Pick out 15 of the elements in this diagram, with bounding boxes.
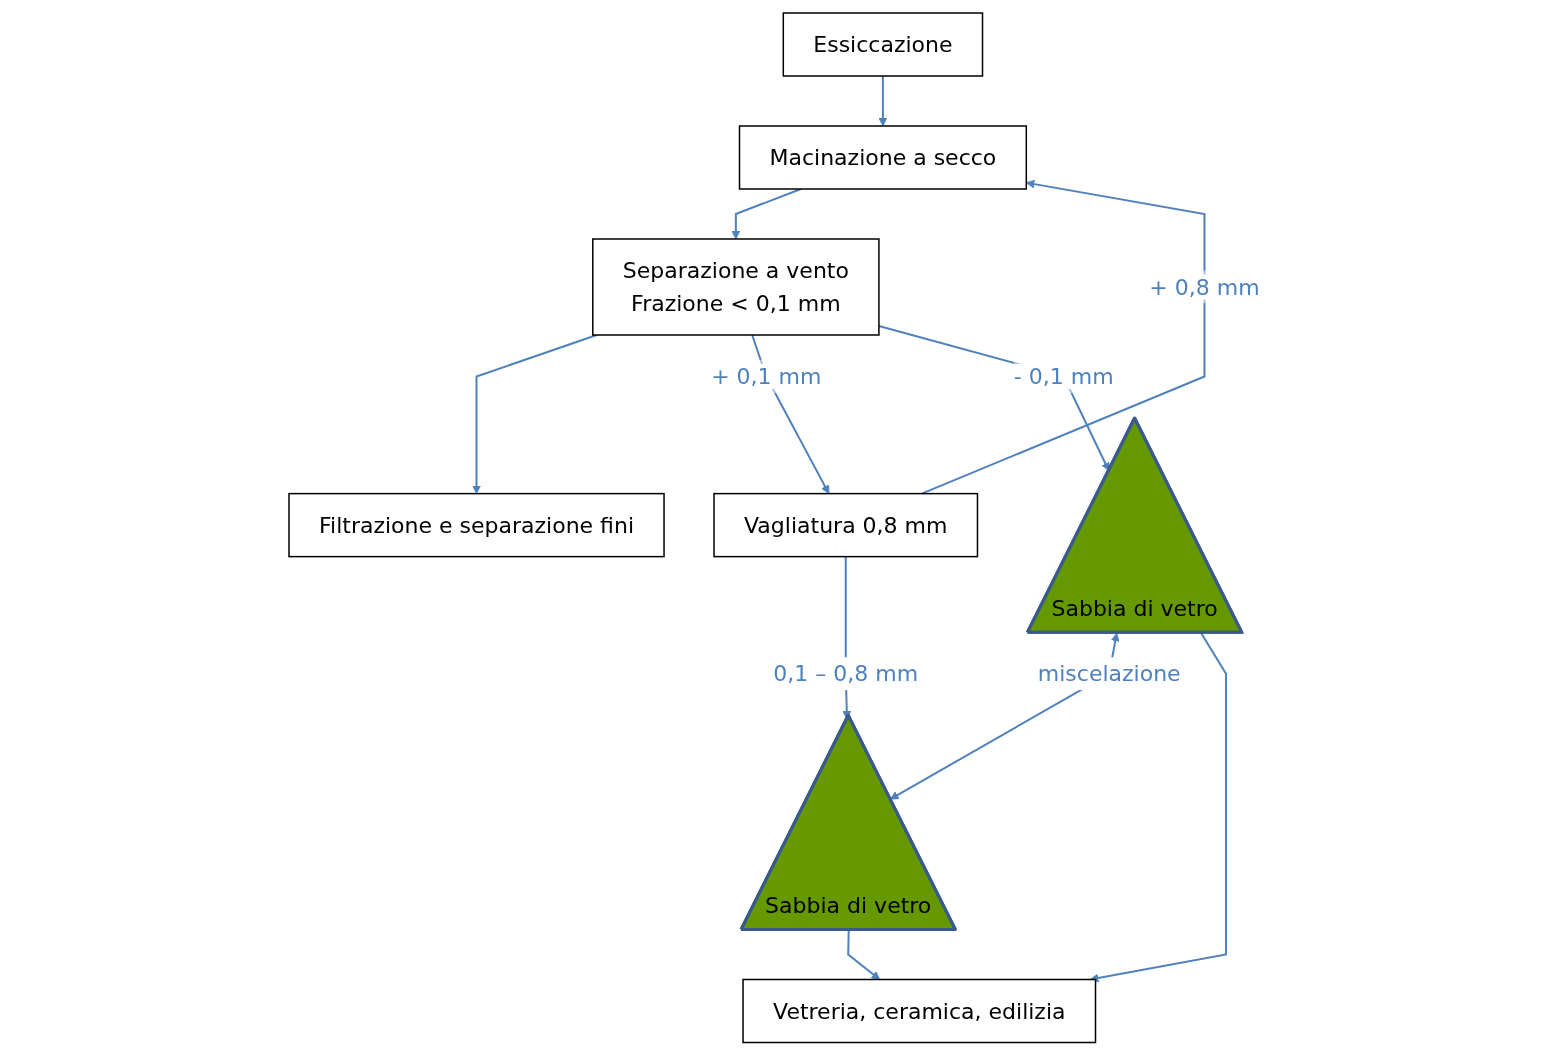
arrow <box>878 74 888 127</box>
arrow <box>920 179 1206 495</box>
node-box: Vetreria, ceramica, edilizia <box>742 978 1097 1043</box>
edge-label: 0,1 – 0,8 mm <box>773 661 919 686</box>
edge-label: - 0,1 mm <box>1014 363 1114 389</box>
node-box: Vagliatura 0,8 mm <box>713 492 979 558</box>
edge-label: + 0,8 mm <box>1149 274 1260 300</box>
node-box: Macinazione a secco <box>738 125 1028 190</box>
arrow <box>472 333 598 494</box>
edge-label: miscelazione <box>1038 661 1181 686</box>
node-box: Separazione a vento Frazione < 0,1 mm <box>592 238 880 336</box>
arrow <box>731 187 803 240</box>
node-box: Filtrazione e separazione fini <box>288 492 665 558</box>
edge-label: + 0,1 mm <box>711 363 822 389</box>
node-box: Essiccazione <box>782 12 984 77</box>
